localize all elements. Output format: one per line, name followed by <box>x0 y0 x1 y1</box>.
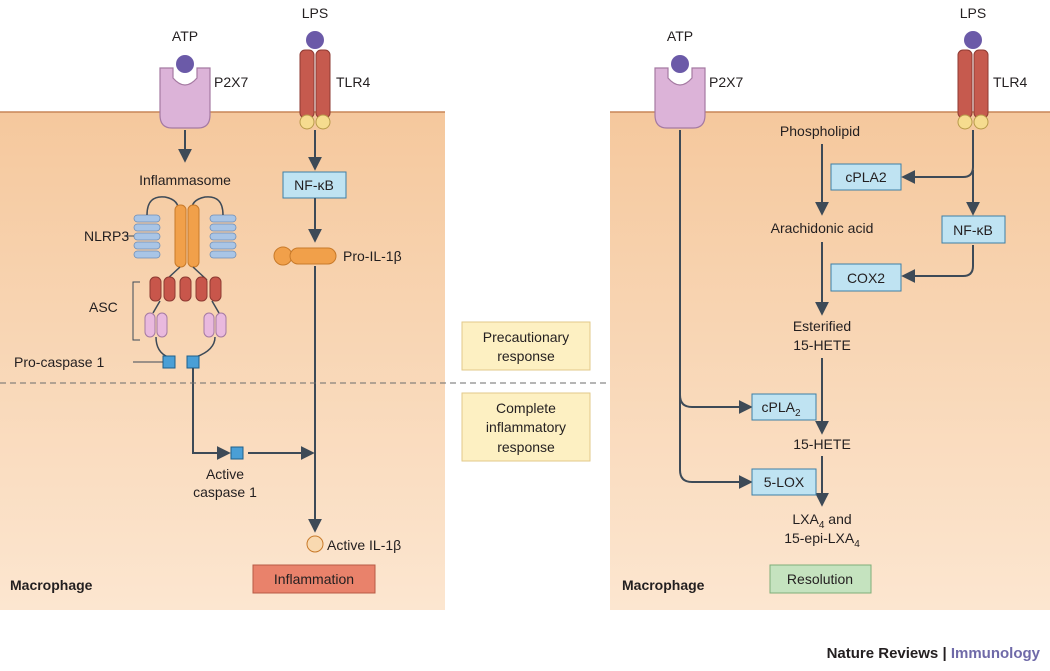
inflammation-box: Inflammation <box>252 564 376 594</box>
left-p2x7-receptor <box>159 55 211 129</box>
left-atp-ligand <box>176 55 194 73</box>
esterified-label-1: Esterified <box>793 318 851 334</box>
nlrp3-label: NLRP3 <box>84 228 129 244</box>
complete-text-3: response <box>497 439 555 455</box>
active-caspase-label-1: Active <box>206 466 244 482</box>
lxa-label-2: 15-epi-LXA4 <box>784 530 860 550</box>
journal-credit: Nature Reviews | Immunology <box>827 645 1041 662</box>
inflammasome-label: Inflammasome <box>139 172 231 188</box>
left-macrophage-label: Macrophage <box>10 577 93 593</box>
left-lps-label: LPS <box>302 5 328 21</box>
right-atp-label: ATP <box>667 28 693 44</box>
cpla2-top-text: cPLA2 <box>845 169 886 185</box>
precautionary-text-2: response <box>497 348 555 364</box>
asc-label: ASC <box>89 299 118 315</box>
arachidonic-label: Arachidonic acid <box>771 220 874 236</box>
left-lps-ligand <box>306 31 324 49</box>
cox2-text: COX2 <box>847 270 885 286</box>
lxa-label-1: LXA4 and <box>792 511 851 531</box>
phospholipid-label: Phospholipid <box>780 123 860 139</box>
precautionary-response-box: Precautionary response <box>461 321 591 371</box>
cpla2-lower-text: cPLA2 <box>761 399 800 419</box>
left-nfkb-box: NF-κB <box>282 171 347 199</box>
hete-label: 15-HETE <box>793 436 851 452</box>
right-nfkb-text: NF-κB <box>953 222 993 238</box>
left-atp-label: ATP <box>172 28 198 44</box>
active-caspase-label-2: caspase 1 <box>193 484 257 500</box>
cpla2-lower-box: cPLA2 <box>751 393 817 421</box>
right-nfkb-box: NF-κB <box>941 215 1006 244</box>
active-il1b-circle <box>306 535 324 553</box>
inflammasome-complex <box>133 196 237 369</box>
nlrp3-coil-right <box>191 196 237 259</box>
left-panel: ATP P2X7 LPS TLR4 Inflammasome <box>0 5 445 610</box>
right-p2x7-receptor <box>654 55 706 129</box>
left-p2x7-label: P2X7 <box>214 74 248 90</box>
right-tlr4-label: TLR4 <box>993 74 1027 90</box>
right-cell-body <box>610 112 1050 610</box>
left-nfkb-text: NF-κB <box>294 177 334 193</box>
pro-il1b-label: Pro-IL-1β <box>343 248 402 264</box>
inflammation-text: Inflammation <box>274 571 354 587</box>
resolution-box: Resolution <box>769 564 872 594</box>
left-tlr4-receptor <box>299 31 331 130</box>
cox2-box: COX2 <box>830 263 902 292</box>
right-panel: ATP P2X7 LPS TLR4 Phospholipid cPLA2 Ara… <box>610 5 1050 610</box>
arrow-nfkb-to-cox2 <box>901 245 974 283</box>
right-lps-label: LPS <box>960 5 986 21</box>
right-lps-ligand <box>964 31 982 49</box>
arrow-caspase-activation <box>192 368 231 460</box>
right-macrophage-label: Macrophage <box>622 577 705 593</box>
pro-caspase-label: Pro-caspase 1 <box>14 354 104 370</box>
five-lox-box: 5-LOX <box>751 468 817 496</box>
right-atp-ligand <box>671 55 689 73</box>
arrow-tlr4-to-cpla2 <box>901 130 974 184</box>
pro-caspase-square-1 <box>162 355 176 369</box>
right-p2x7-label: P2X7 <box>709 74 743 90</box>
resolution-text: Resolution <box>787 571 853 587</box>
pro-caspase-square-2 <box>186 355 200 369</box>
nlrp3-coil-left <box>133 196 179 259</box>
active-caspase-square <box>230 446 244 460</box>
pro-il1b-shape <box>273 246 337 266</box>
asc-bracket <box>132 281 140 341</box>
right-tlr4-receptor <box>957 31 989 130</box>
precautionary-text-1: Precautionary <box>483 329 569 345</box>
cpla2-top-box: cPLA2 <box>830 163 902 191</box>
asc-domains <box>149 276 222 302</box>
arrow-p2x7-to-5lox <box>679 395 753 489</box>
five-lox-text: 5-LOX <box>764 474 805 490</box>
left-cell-body <box>0 112 445 610</box>
active-il1b-label: Active IL-1β <box>327 537 401 553</box>
complete-text-1: Complete <box>496 400 556 416</box>
complete-response-box: Complete inflammatory response <box>461 392 591 462</box>
left-tlr4-label: TLR4 <box>336 74 370 90</box>
esterified-label-2: 15-HETE <box>793 337 851 353</box>
complete-text-2: inflammatory <box>486 419 566 435</box>
